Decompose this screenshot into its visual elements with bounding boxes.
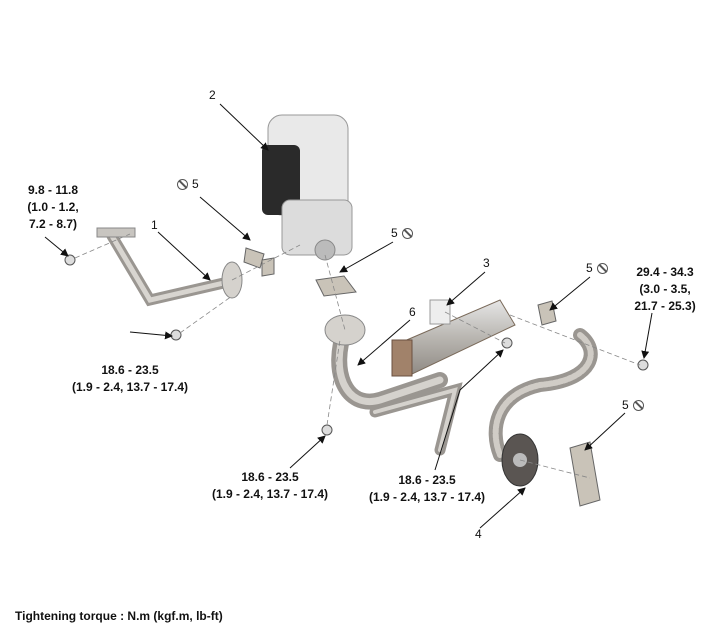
callout-gasket: 5 — [586, 261, 593, 275]
callout-egr-pipe: 1 — [151, 218, 158, 232]
torque-kgf: (1.0 - 1.2, — [27, 200, 79, 214]
alignment-lines — [74, 233, 641, 479]
leader-lines — [44, 103, 653, 529]
callout-egr-cooler: 3 — [483, 256, 490, 270]
egr-valve — [262, 114, 353, 261]
coolant-pipe — [324, 314, 463, 456]
torque-coolant-pipe: 18.6 - 23.5 (1.9 - 2.4, 13.7 - 17.4) — [195, 469, 345, 503]
do-not-reuse-icon — [177, 179, 188, 190]
torque-lbft: 7.2 - 8.7) — [28, 217, 78, 231]
do-not-reuse-icon — [597, 263, 608, 274]
torque-nut: 29.4 - 34.3 (3.0 - 3.5, 21.7 - 25.3) — [615, 264, 701, 315]
fasteners — [64, 254, 649, 436]
do-not-reuse-icon — [633, 400, 644, 411]
torque-kgf: (3.0 - 3.5, — [639, 282, 691, 296]
torque-nm: 9.8 - 11.8 — [27, 183, 79, 197]
egr-pipe — [96, 227, 243, 307]
callout-coolant-pipe: 6 — [409, 305, 416, 319]
callout-gasket: 5 — [622, 398, 629, 412]
torque-alt: (1.9 - 2.4, 13.7 - 17.4) — [368, 490, 486, 504]
torque-lbft: 21.7 - 25.3) — [634, 299, 696, 313]
torque-nm: 18.6 - 23.5 — [398, 473, 456, 487]
torque-cooler: 18.6 - 23.5 (1.9 - 2.4, 13.7 - 17.4) — [352, 472, 502, 506]
egr-cooler — [391, 299, 516, 377]
torque-nm: 29.4 - 34.3 — [636, 265, 694, 279]
torque-nm: 18.6 - 23.5 — [241, 470, 299, 484]
callout-egr-valve: 2 — [209, 88, 216, 102]
torque-egr-pipe-upper: 9.8 - 11.8 (1.0 - 1.2, 7.2 - 8.7) — [8, 182, 98, 233]
gaskets — [243, 247, 601, 507]
callout-gasket: 5 — [192, 177, 199, 191]
lower-egr-pipe — [488, 328, 598, 487]
callout-lower-egr-pipe: 4 — [475, 527, 482, 541]
torque-alt: (1.9 - 2.4, 13.7 - 17.4) — [211, 487, 329, 501]
torque-units-legend: Tightening torque : N.m (kgf.m, lb-ft) — [15, 609, 223, 623]
do-not-reuse-icon — [402, 228, 413, 239]
callout-gasket: 5 — [391, 226, 398, 240]
torque-nm: 18.6 - 23.5 — [101, 363, 159, 377]
torque-alt: (1.9 - 2.4, 13.7 - 17.4) — [71, 380, 189, 394]
torque-egr-pipe-lower: 18.6 - 23.5 (1.9 - 2.4, 13.7 - 17.4) — [55, 362, 205, 396]
